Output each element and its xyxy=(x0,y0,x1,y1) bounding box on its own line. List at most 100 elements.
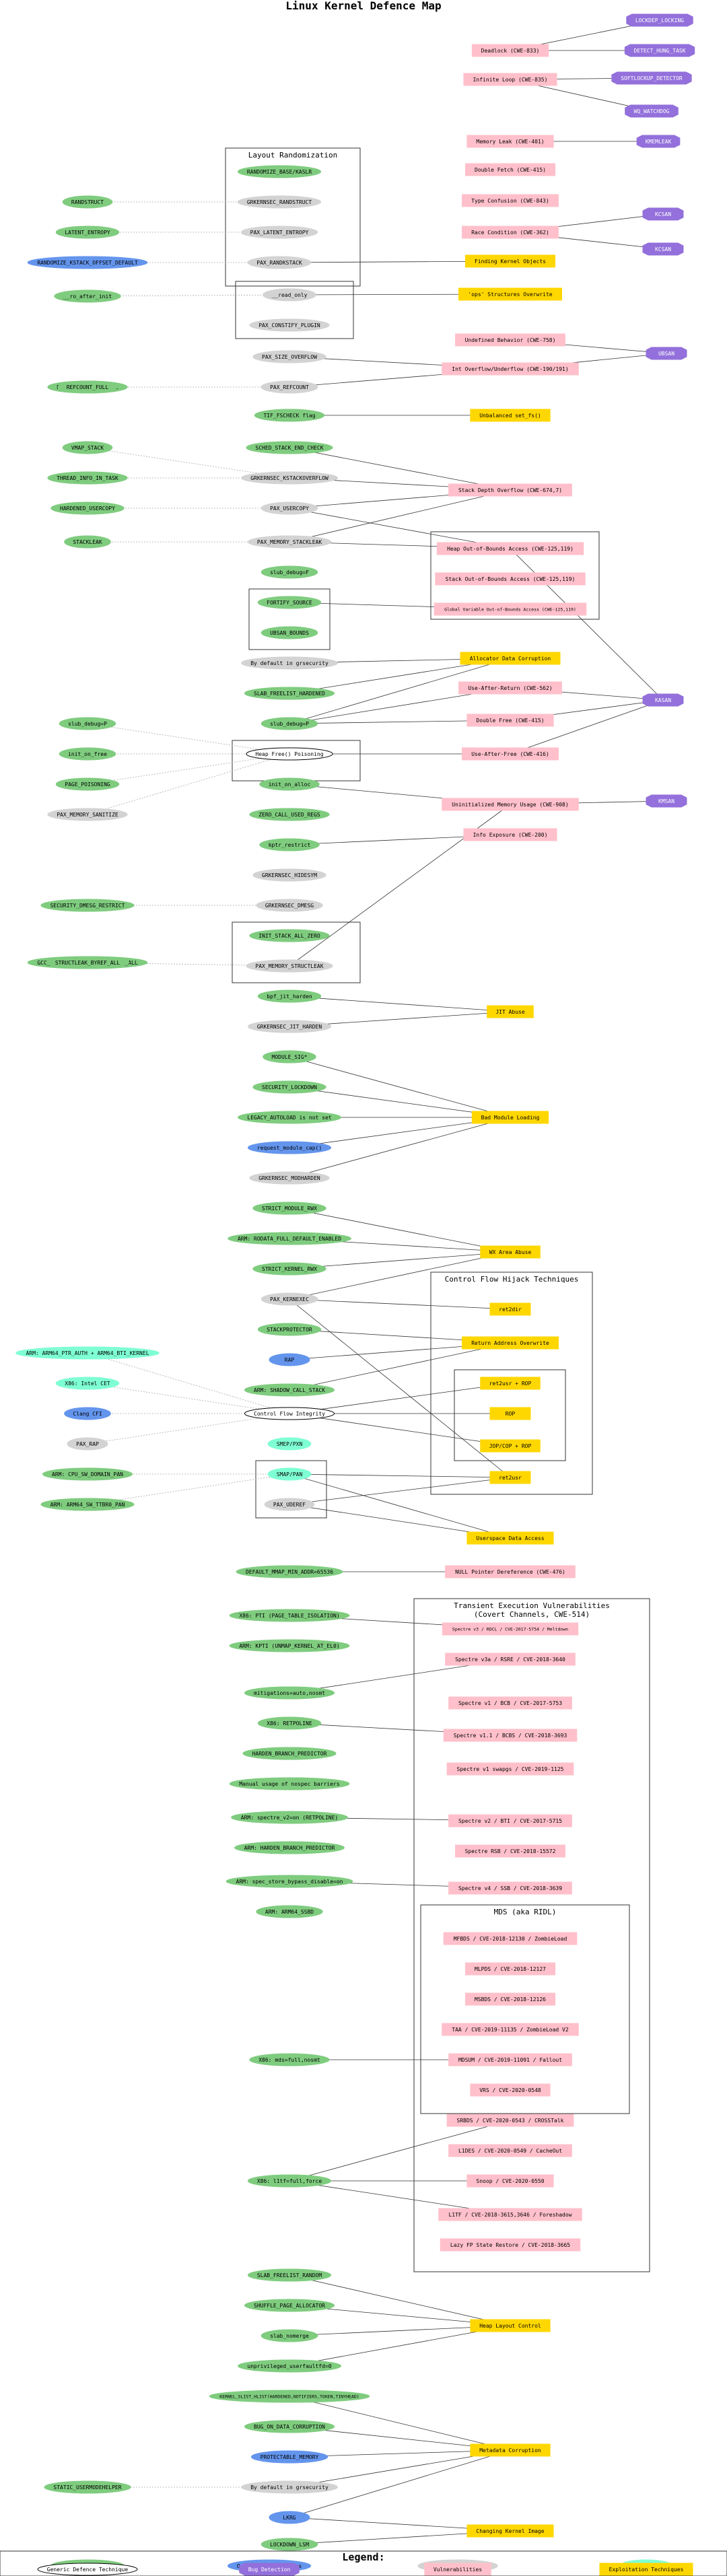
node-label: KCSAN xyxy=(655,246,671,252)
node-shape xyxy=(67,1437,108,1451)
dotted-edge-pagepoison-to-heappoison xyxy=(87,753,290,785)
node-initstack: INIT_STACK_ALL_ZERO xyxy=(249,929,330,942)
node-shape xyxy=(461,225,559,239)
node-grsec_hidesym: GRKERNSEC_HIDESYM xyxy=(252,868,326,882)
node-badmodload: Bad Module Loading xyxy=(471,1111,549,1124)
node-label: Exploitation Techniques xyxy=(609,2567,684,2573)
node-memleak: Memory Leak (CWE-401) xyxy=(466,135,554,148)
node-shape xyxy=(244,1407,335,1420)
node-reqmodcap: request_module_cap() xyxy=(247,1141,332,1154)
node-label: Spectre v2 / BTI / CVE-2017-5715 xyxy=(458,1818,562,1824)
node-label: PAGE_POISONING xyxy=(65,781,110,788)
node-nullptr: NULL Pointer Dereference (CWE-476) xyxy=(445,1565,576,1578)
cluster-title-mds: MDS (aka RIDL) xyxy=(494,1908,557,1916)
node-shape xyxy=(448,1814,572,1827)
node-label: Heap Out-of-Bounds Access (CWE-125,119) xyxy=(447,546,574,552)
node-jop: JOP/COP + ROP xyxy=(480,1439,541,1453)
node-strictkrwx: STRICT_KERNEL_RWX xyxy=(252,1262,326,1276)
node-label: Spectre v3a / RSRE / CVE-2018-3640 xyxy=(455,1657,565,1663)
node-kernimage: Changing Kernel Image xyxy=(466,2524,554,2538)
node-shape xyxy=(42,1467,133,1481)
node-shape xyxy=(64,1407,111,1420)
node-shape xyxy=(464,1962,556,1976)
node-label: PAX_MEMORY_STACKLEAK xyxy=(257,539,322,545)
node-ubsan_bounds: UBSAN_BOUNDS xyxy=(261,626,318,639)
dotted-edge-pax_memsanit-to-heappoison xyxy=(87,753,290,815)
node-shape xyxy=(246,959,333,973)
node-kasan: KASAN xyxy=(642,693,684,707)
node-initfree: init_on_free xyxy=(59,747,116,761)
node-label: SECURITY_DMESG_RESTRICT xyxy=(50,903,125,909)
node-label: Manual usage of nospec barriers xyxy=(239,1781,339,1787)
node-bydefault2: By default in grsecurity xyxy=(240,2480,339,2494)
node-label: kptr_restrict xyxy=(269,842,311,848)
node-race: Race Condition (CWE-362) xyxy=(461,225,559,239)
node-shape xyxy=(261,501,318,515)
node-heapoob: Heap Out-of-Bounds Access (CWE-125,119) xyxy=(436,542,584,555)
node-shape xyxy=(257,1716,322,1730)
node-shape xyxy=(461,194,559,207)
node-spectre_rsb: Spectre RSB / CVE-2018-15572 xyxy=(455,1844,565,1858)
node-shape xyxy=(247,535,332,549)
node-label: KERNEL_SLIST_HLIST(HARDENED,NOTIFIERS,TO… xyxy=(219,2394,359,2399)
node-undefbeh: Undefined Behavior (CWE-758) xyxy=(455,333,565,347)
node-shape xyxy=(55,225,120,239)
edge-cfintegrity-to-jop xyxy=(289,1413,511,1447)
node-shape xyxy=(252,350,326,363)
node-label: SLAB_FREELIST_RANDOM xyxy=(257,2272,322,2278)
node-lockdep: LOCKDEP_LOCKING xyxy=(626,13,693,27)
node-shape xyxy=(470,409,551,422)
node-shape xyxy=(625,104,679,118)
node-structleak: STRUCTLEAK_BYREF_ALL xyxy=(45,956,130,969)
node-shape xyxy=(470,2083,551,2097)
node-label: init_on_alloc xyxy=(269,781,311,788)
node-shape xyxy=(440,2238,581,2252)
node-label: STRICT_KERNEL_RWX xyxy=(262,1266,317,1272)
node-grsec_dmesg: GRKERNSEC_DMESG xyxy=(256,899,323,912)
cluster-box-legend xyxy=(0,2550,727,2576)
node-label: By default in grsecurity xyxy=(250,2484,328,2491)
node-rogue: MDSUM / CVE-2019-11091 / Fallout xyxy=(448,2053,572,2066)
node-label: X86: l1tf=full,force xyxy=(257,2178,322,2184)
node-shape xyxy=(247,2268,332,2282)
node-arm_scs: ARM: SHADOW_CALL_STACK xyxy=(244,1383,335,1397)
node-ret2usr: ret2usr xyxy=(489,1471,531,1484)
node-label: PROTECTABLE_MEMORY xyxy=(261,2454,319,2460)
node-shape xyxy=(442,798,579,811)
dotted-edge-arm_ptr-to-cfintegrity xyxy=(87,1352,290,1414)
node-opsoverwrite: 'ops' Structures Overwrite xyxy=(458,287,562,301)
node-label: Heap Layout Control xyxy=(479,2323,541,2329)
node-strictmod: STRICT_MODULE_RWX xyxy=(252,1202,326,1215)
node-shape xyxy=(261,2538,318,2551)
node-l1tf: L1TF / CVE-2018-3615,3646 / Foreshadow xyxy=(438,2208,582,2221)
node-label: STACKLEAK xyxy=(73,539,102,545)
node-shape xyxy=(642,242,684,256)
node-pax_randkstack: PAX_RANDKSTACK xyxy=(247,256,312,269)
node-shape xyxy=(237,195,322,209)
node-label: Spectre v1 / BCB / CVE-2017-5753 xyxy=(458,1700,562,1706)
node-label: SCHED_STACK_END_CHECK xyxy=(255,445,323,451)
node-label: Info Exposure (CWE-200) xyxy=(473,832,548,838)
node-latentent: LATENT_ENTROPY xyxy=(55,225,120,239)
node-label: X86: mds=full,nosmt xyxy=(258,2057,320,2063)
node-shape xyxy=(256,899,323,912)
node-shape xyxy=(267,1467,312,1481)
node-label: ARM: ARM64_SW_TTBR0_PAN xyxy=(50,1502,125,1508)
node-label: LATENT_ENTROPY xyxy=(65,230,110,236)
node-shape xyxy=(443,1932,578,1945)
node-label: ARM: ARM64_PTR_AUTH + ARM64_BTI_KERNEL xyxy=(26,1350,149,1356)
cluster-box-cfi xyxy=(454,1369,566,1461)
edge-slabfree2-to-heaplayout xyxy=(289,2274,511,2327)
node-shape xyxy=(466,135,554,148)
node-pax_usercopy: PAX_USERCOPY xyxy=(261,501,318,515)
node-label: __read_only xyxy=(272,292,308,298)
node-label: ARM: RODATA_FULL_DEFAULT_ENABLED xyxy=(238,1236,341,1242)
node-shape xyxy=(238,2359,341,2373)
node-kmemleak: KMEMLEAK xyxy=(636,135,681,148)
node-arm_ssbd: ARM: spec_store_bypass_disable=on xyxy=(226,1875,353,1888)
node-hung: DETECT_HUNG_TASK xyxy=(624,44,695,57)
node-doublefree: Double Free (CWE-415) xyxy=(466,713,554,727)
node-shape xyxy=(436,542,584,555)
node-rbsod: RANDOMIZE_KSTACK_OFFSET_DEFAULT xyxy=(27,256,148,269)
node-label: THREAD_INFO_IN_TASK xyxy=(57,475,118,481)
